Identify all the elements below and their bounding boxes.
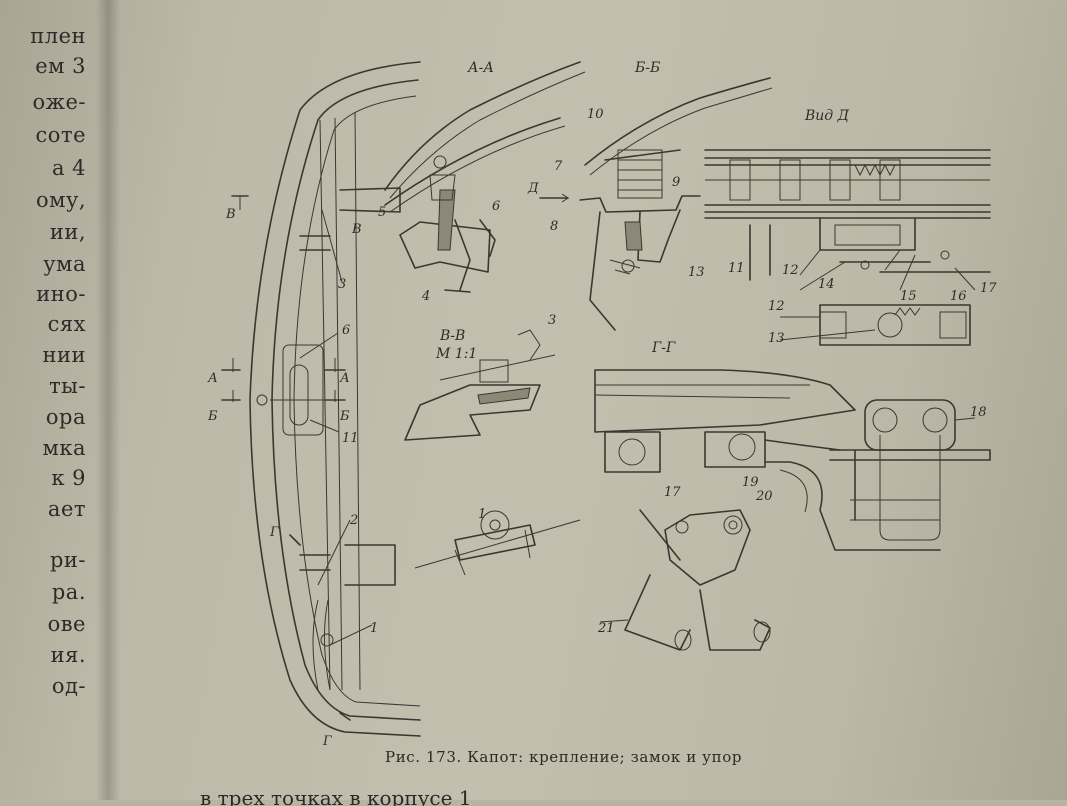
part-number-17: 17	[980, 281, 997, 296]
part-number-17-stop: 17	[664, 485, 681, 500]
part-number-6-aa: 6	[492, 199, 500, 214]
section-bb-drawing	[539, 77, 773, 331]
part-number-7: 7	[554, 159, 563, 174]
part-number-11-vid-d: 11	[728, 261, 745, 276]
left-text-line: а 4	[51, 156, 86, 180]
left-text-line: од-	[51, 674, 86, 698]
view-d-drawing	[704, 149, 991, 291]
part-number-9: 9	[672, 175, 680, 190]
part-number-16: 16	[950, 289, 967, 304]
left-text-line: ает	[47, 497, 86, 521]
cut-mark-a-left: А	[207, 371, 218, 386]
left-text-line: плен	[30, 24, 86, 48]
left-text-line: нии	[42, 343, 86, 367]
part-number-3: 3	[338, 277, 346, 292]
bottom-text-line: в трех точках в корпусе 1	[200, 786, 472, 806]
left-text-line: к 9	[51, 466, 86, 490]
section-aa-drawing	[384, 61, 586, 293]
left-text-line: ино-	[36, 282, 86, 306]
part-number-13: 13	[768, 331, 785, 346]
figure-caption: Рис. 173. Капот: крепление; замок и упор	[385, 748, 743, 766]
section-title-gg: Г-Г	[651, 340, 676, 356]
cut-mark-g-mid: Г	[269, 525, 279, 540]
part-number-4: 4	[421, 289, 430, 304]
cut-mark-v-mid: В	[351, 222, 362, 237]
part-number-12: 12	[768, 299, 785, 314]
section-title-aa: А-А	[467, 60, 494, 76]
section-vv-drawing	[404, 329, 556, 441]
left-text-line: ра.	[51, 580, 86, 604]
left-text-line: ове	[47, 612, 86, 636]
left-text-line: ому,	[35, 188, 86, 212]
hood-frame-view	[221, 61, 421, 737]
part-number-11: 11	[342, 431, 359, 446]
section-scale-vv: М 1:1	[435, 346, 477, 362]
section-title-bb: Б-Б	[634, 60, 660, 76]
left-text-line: мка	[42, 436, 86, 460]
left-text-line: ии,	[49, 220, 86, 244]
clamp-detail	[414, 510, 581, 576]
lock-plate-detail	[779, 304, 971, 346]
page-spine-shadow	[96, 0, 120, 800]
left-text-line: ем 3	[35, 54, 86, 78]
section-title-vid-d: Вид Д	[804, 108, 850, 124]
left-text-line: ора	[45, 405, 86, 429]
part-number-3-vv: 3	[548, 313, 556, 328]
part-number-14: 14	[818, 277, 835, 292]
part-number-8: 8	[550, 219, 558, 234]
part-number-1: 1	[370, 621, 378, 636]
part-number-20: 20	[755, 489, 773, 504]
hood-stop-drawing	[599, 509, 771, 651]
part-number-15: 15	[900, 289, 917, 304]
left-text-line: ри-	[49, 548, 86, 572]
left-text-line: ума	[43, 252, 86, 276]
left-text-line: ия.	[50, 643, 86, 667]
section-title-vv: В-В	[439, 328, 465, 344]
part-number-21: 21	[597, 621, 615, 636]
section-gg-drawing	[594, 369, 941, 551]
part-number-13-bb: 13	[688, 265, 705, 280]
cut-mark-v-top: В	[225, 207, 236, 222]
bracket-18-drawing	[829, 399, 991, 541]
part-number-10: 10	[587, 107, 604, 122]
part-number-1-clamp: 1	[478, 507, 486, 522]
view-arrow-d: Д	[527, 181, 539, 196]
part-number-5: 5	[378, 205, 386, 220]
part-number-18: 18	[970, 405, 987, 420]
left-text-line: соте	[35, 123, 86, 147]
cut-mark-a-right: А	[339, 371, 350, 386]
left-text-line: сях	[47, 312, 86, 336]
cut-mark-b-right: Б	[339, 409, 350, 424]
left-text-line: ты-	[49, 374, 86, 398]
part-number-12-vid-d: 12	[782, 263, 799, 278]
part-number-2: 2	[349, 513, 358, 528]
left-text-line: оже-	[32, 90, 86, 114]
cut-mark-g-bottom: Г	[322, 734, 332, 749]
part-number-6: 6	[342, 323, 350, 338]
cut-mark-b-left: Б	[207, 409, 218, 424]
part-number-19: 19	[742, 475, 759, 490]
